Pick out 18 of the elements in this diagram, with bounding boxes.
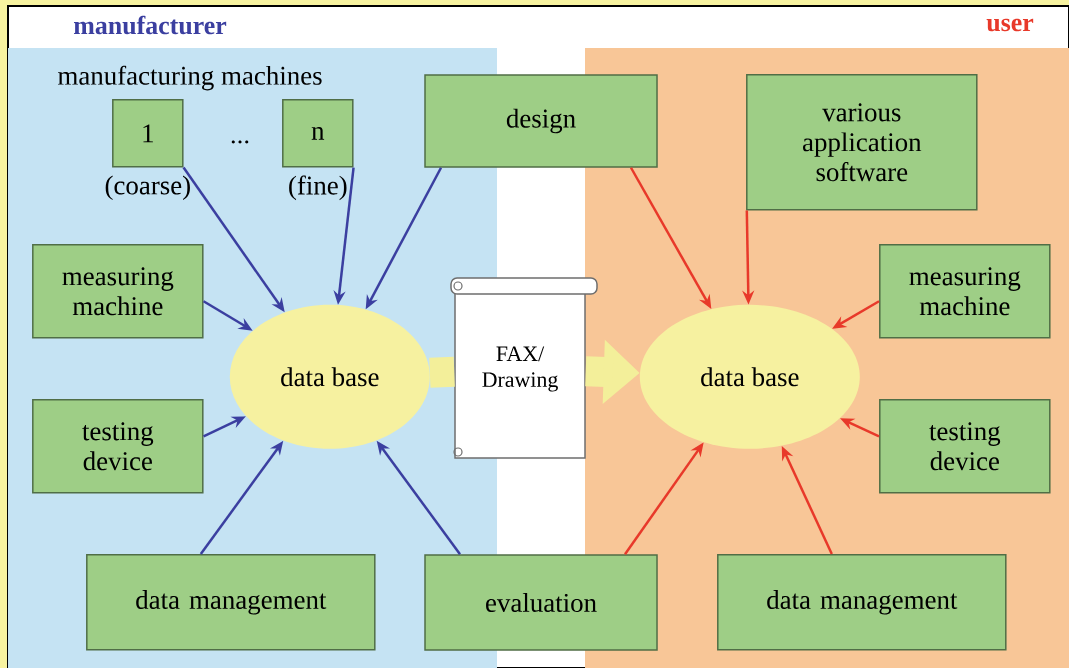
process-box: data management — [717, 554, 1007, 651]
process-box: measuring machine — [32, 244, 204, 339]
process-box: evaluation — [424, 554, 658, 651]
process-box: design — [424, 74, 658, 168]
process-box: testing device — [32, 399, 204, 494]
node-label: (fine) — [289, 175, 347, 201]
node-label: manufacturer — [73, 15, 227, 35]
node-label: user — [986, 18, 1034, 32]
process-box: measuring machine — [879, 244, 1051, 339]
scroll-document: FAX/ Drawing — [450, 277, 598, 459]
process-box: testing device — [879, 399, 1051, 494]
process-box: data management — [86, 554, 376, 651]
process-box: n — [282, 99, 354, 168]
process-box: various application software — [746, 74, 978, 211]
label: ... — [231, 140, 249, 144]
label: manufacturing machines — [58, 65, 322, 91]
node-label: (coarse) — [105, 175, 190, 200]
process-box: 1 — [112, 99, 184, 168]
